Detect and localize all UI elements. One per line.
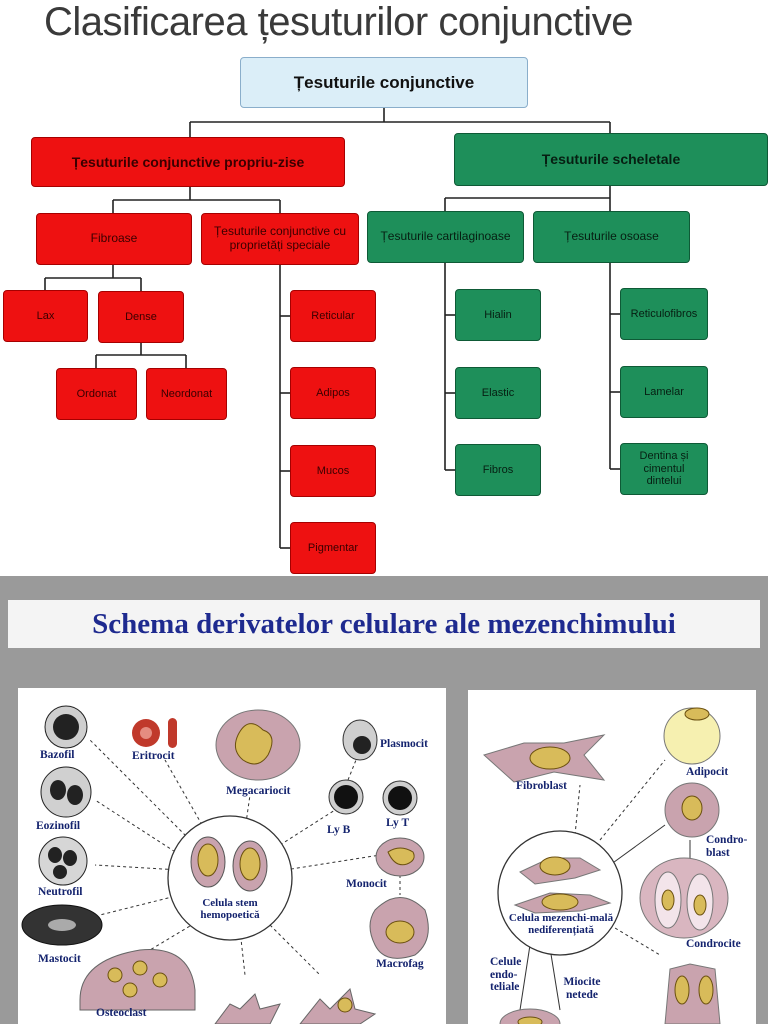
label-condroblast-text: Condro-blast (706, 834, 747, 859)
label-condrocite: Condrocite (686, 938, 741, 951)
label-miocite-netede: Miocite netede (554, 976, 610, 1001)
label-celule-endoteliale: Celule endo-teliale (490, 956, 536, 994)
label-mesenchymal-cell: Celula mezenchi-mală nediferențiată (500, 912, 622, 936)
label-mesenchymal-cell-text: Celula mezenchi-mală nediferențiată (509, 912, 613, 936)
label-celule-endoteliale-text: Celule endo-teliale (490, 956, 521, 993)
label-miocite-netede-text: Miocite netede (563, 976, 600, 1001)
label-adipocit: Adipocit (686, 766, 728, 779)
label-fibroblast: Fibroblast (516, 780, 567, 793)
label-condroblast: Condro-blast (706, 834, 754, 859)
